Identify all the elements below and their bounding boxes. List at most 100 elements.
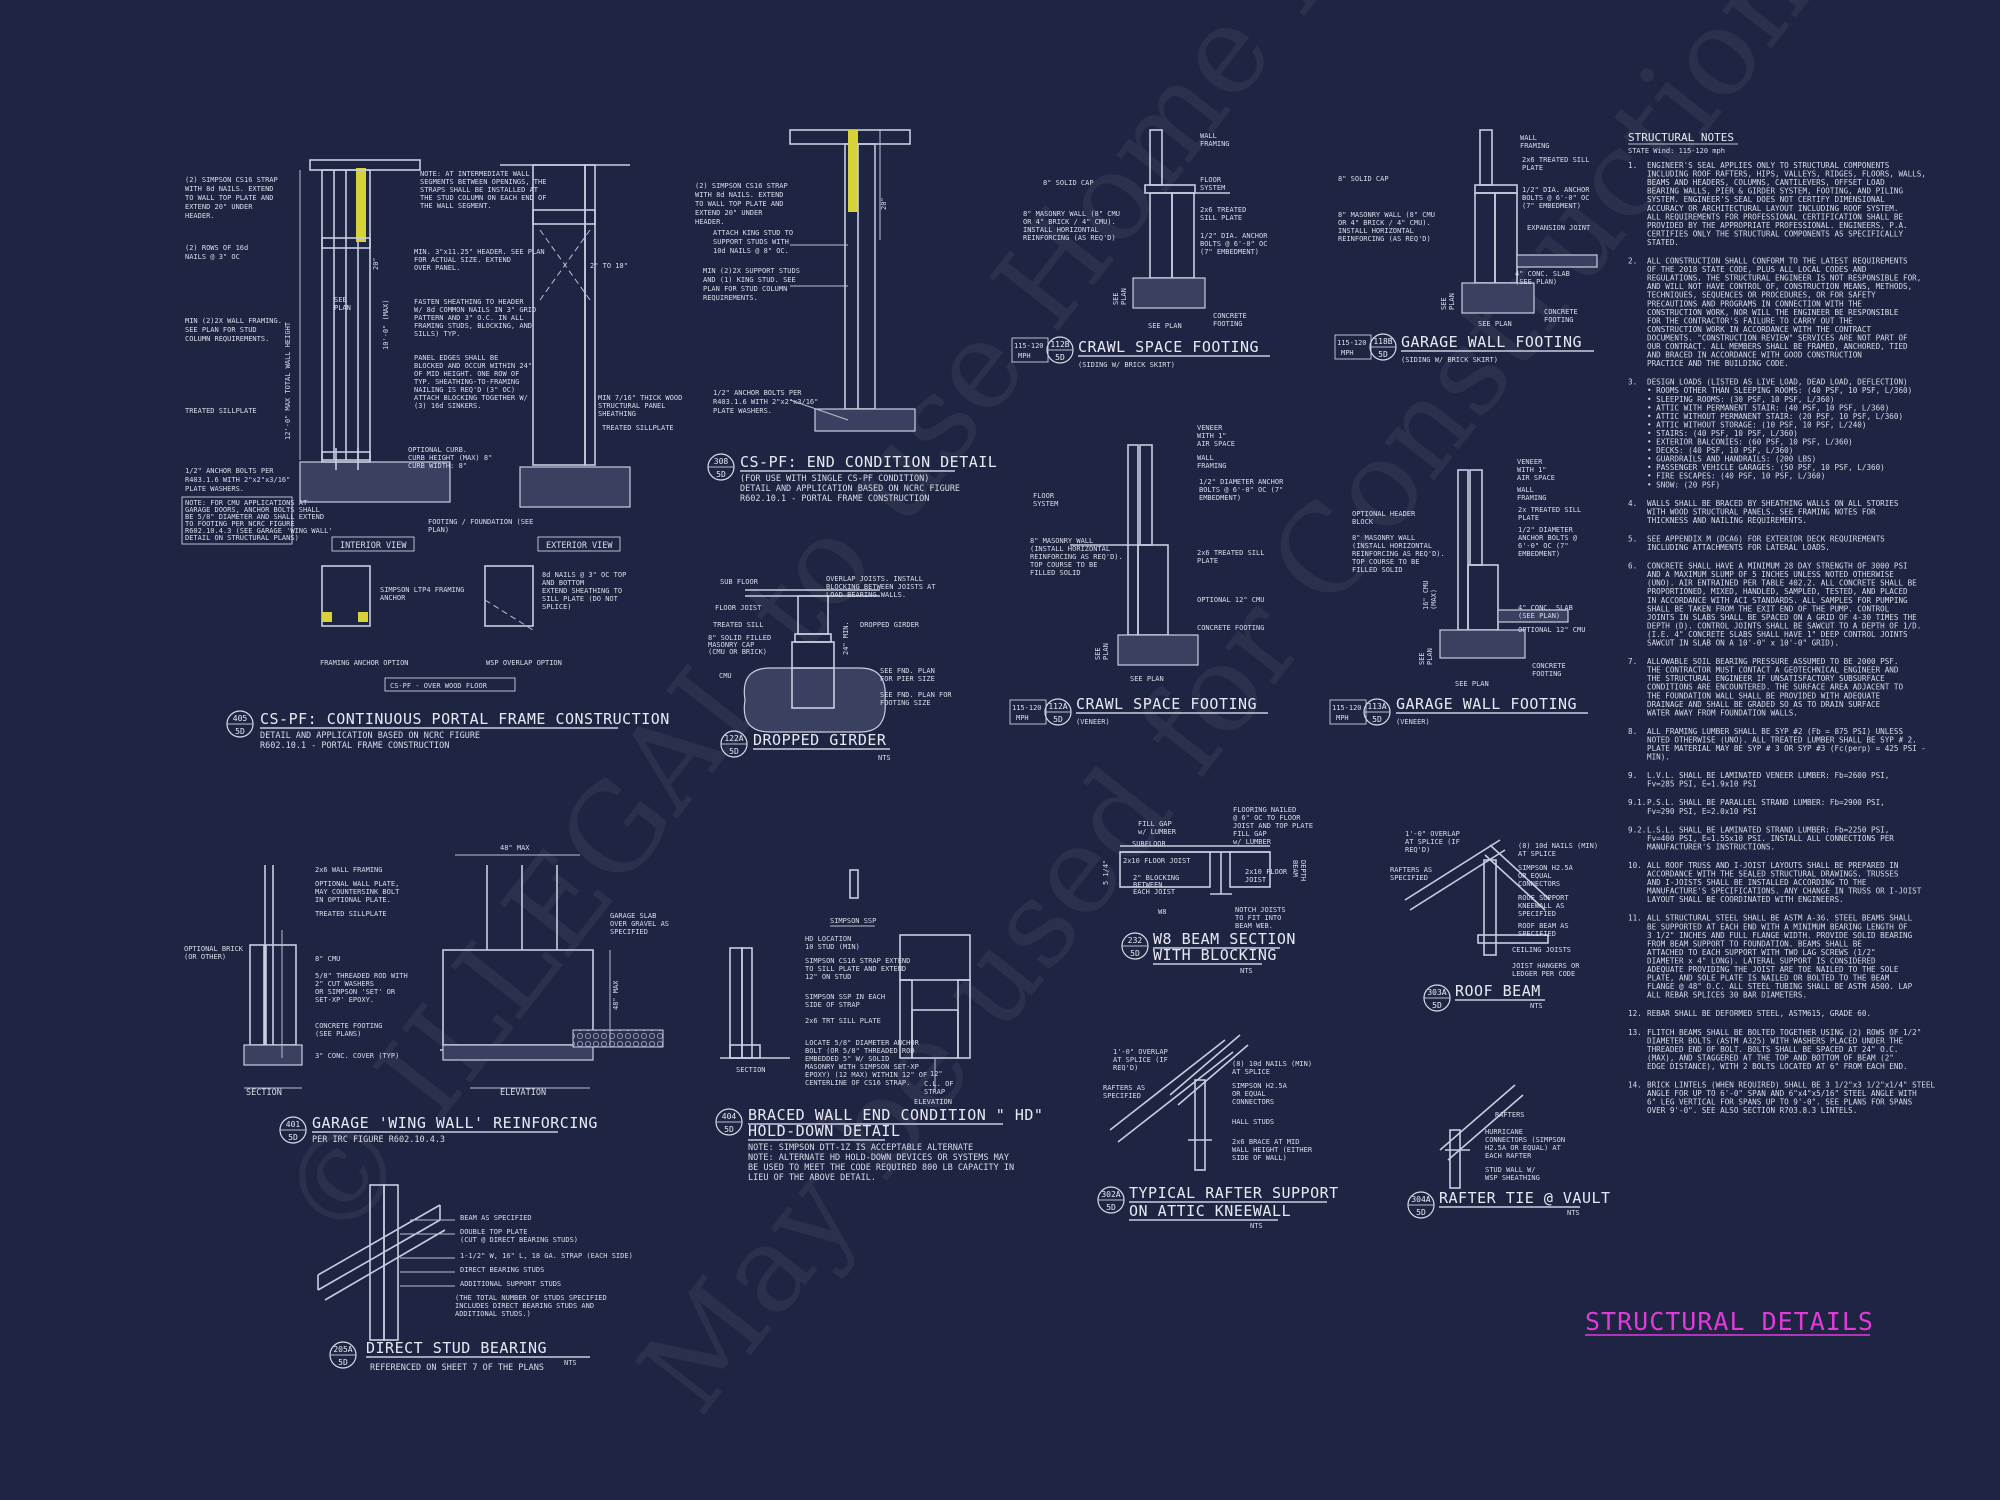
note-line: • EXTERIOR BALCONIES: (60 PSF, 10 PSF, L… bbox=[1647, 438, 1853, 447]
svg-text:SEE PLAN FOR STUD: SEE PLAN FOR STUD bbox=[185, 326, 257, 334]
svg-text:ROOF SUPPORT: ROOF SUPPORT bbox=[1518, 894, 1569, 902]
note-line: ALL FRAMING LUMBER SHALL BE SYP #2 (Fb =… bbox=[1647, 727, 1903, 736]
svg-text:W/ 8d COMMON NAILS IN 3" GRID: W/ 8d COMMON NAILS IN 3" GRID bbox=[414, 306, 536, 314]
svg-text:GARAGE DOORS, ANCHOR BOLTS SHA: GARAGE DOORS, ANCHOR BOLTS SHALL bbox=[185, 506, 320, 514]
svg-text:SEE PLAN: SEE PLAN bbox=[1148, 322, 1182, 330]
svg-text:TOP COURSE TO BE: TOP COURSE TO BE bbox=[1030, 561, 1097, 569]
svg-text:MIN (2)2X WALL FRAMING.: MIN (2)2X WALL FRAMING. bbox=[185, 317, 282, 325]
svg-text:115-120: 115-120 bbox=[1337, 339, 1367, 347]
svg-text:SIMPSON CS16 STRAP EXTEND: SIMPSON CS16 STRAP EXTEND bbox=[805, 957, 910, 965]
svg-text:PLATE WASHERS.: PLATE WASHERS. bbox=[713, 407, 772, 415]
svg-text:CMU: CMU bbox=[719, 672, 732, 680]
svg-text:OPTIONAL 12" CMU: OPTIONAL 12" CMU bbox=[1518, 626, 1585, 634]
note-line: 6" LEG VERTICAL FOR SPANS UP TO 9'-0". S… bbox=[1647, 1098, 1913, 1107]
svg-text:REINFORCING AS REQ'D).: REINFORCING AS REQ'D). bbox=[1352, 550, 1445, 558]
note-line: PLATE, AND SOLE PLATE IS NAILED OR BOLTE… bbox=[1647, 974, 1890, 983]
detail-205a-direct-stud-bearing: BEAM AS SPECIFIED DOUBLE TOP PLATE (CUT … bbox=[317, 1184, 633, 1373]
svg-text:HURRICANE: HURRICANE bbox=[1485, 1128, 1523, 1136]
note-line: • ROOMS OTHER THAN SLEEPING ROOMS: (40 P… bbox=[1647, 386, 1912, 395]
note-line: Fv=400 PSI, E=1.55x10 PSI. INSTALL ALL C… bbox=[1647, 834, 1894, 843]
option-wsp-overlap: WSP OVERLAP OPTION bbox=[486, 659, 562, 667]
svg-text:10 STUD (MIN): 10 STUD (MIN) bbox=[805, 943, 860, 951]
svg-text:304A: 304A bbox=[1411, 1195, 1430, 1204]
note-number: 14. bbox=[1628, 1081, 1642, 1090]
svg-text:5D: 5D bbox=[1055, 353, 1065, 362]
svg-text:OVER GRAVEL AS: OVER GRAVEL AS bbox=[610, 920, 669, 928]
note-line: TECHNIQUES, SEQUENCES OR PROCEDURES, OR … bbox=[1647, 291, 1876, 300]
note-line: THE FOUNDATION WALL SHALL BE PROVIDED WI… bbox=[1647, 691, 1881, 700]
svg-text:8" SOLID CAP: 8" SOLID CAP bbox=[1338, 175, 1389, 183]
svg-text:PLAN: PLAN bbox=[1102, 643, 1110, 660]
svg-text:FOR PIER SIZE: FOR PIER SIZE bbox=[880, 675, 935, 683]
svg-text:SEE FND. PLAN: SEE FND. PLAN bbox=[880, 667, 935, 675]
svg-text:LIEU OF THE ABOVE DETAIL.: LIEU OF THE ABOVE DETAIL. bbox=[748, 1173, 876, 1183]
svg-text:TYP. SHEATHING-TO-FRAMING: TYP. SHEATHING-TO-FRAMING bbox=[414, 378, 519, 386]
svg-text:JOIST: JOIST bbox=[1245, 876, 1267, 884]
svg-text:(MAX): (MAX) bbox=[1430, 589, 1438, 610]
note-line: DRAINAGE AND SHALL BE GRADED SO AS TO DR… bbox=[1647, 700, 1881, 709]
svg-text:INCLUDES DIRECT BEARING STUDS: INCLUDES DIRECT BEARING STUDS AND bbox=[455, 1302, 594, 1310]
svg-text:PLAN FOR STUD COLUMN: PLAN FOR STUD COLUMN bbox=[703, 285, 787, 293]
svg-text:REINFORCING (AS REQ'D): REINFORCING (AS REQ'D) bbox=[1338, 235, 1431, 243]
svg-text:ANCHOR: ANCHOR bbox=[380, 594, 406, 602]
svg-text:FRAMING: FRAMING bbox=[1520, 142, 1550, 150]
svg-text:CENTERLINE OF CS16 STRAP.: CENTERLINE OF CS16 STRAP. bbox=[805, 1079, 910, 1087]
svg-text:10d NAILS @ 8" OC.: 10d NAILS @ 8" OC. bbox=[713, 247, 789, 255]
svg-text:113A: 113A bbox=[1367, 702, 1386, 711]
svg-text:REINFORCING (AS REQ'D): REINFORCING (AS REQ'D) bbox=[1023, 234, 1116, 242]
svg-text:(INSTALL HORIZONTAL: (INSTALL HORIZONTAL bbox=[1352, 542, 1432, 550]
svg-text:IN OPTIONAL PLATE.: IN OPTIONAL PLATE. bbox=[315, 896, 391, 904]
svg-text:BE 5/8" DIAMETER AND SHALL EXT: BE 5/8" DIAMETER AND SHALL EXTEND bbox=[185, 513, 324, 521]
svg-text:AT SPLICE (IF: AT SPLICE (IF bbox=[1405, 838, 1460, 846]
hold-down-elevation-label: ELEVATION bbox=[914, 1098, 952, 1106]
svg-text:VENEER: VENEER bbox=[1197, 424, 1223, 432]
svg-text:(7" EMBEDMENT): (7" EMBEDMENT) bbox=[1522, 202, 1581, 210]
svg-text:EXTEND 20" UNDER: EXTEND 20" UNDER bbox=[695, 209, 763, 217]
note-line: • ATTIC WITHOUT PERMANENT STAIR: (20 PSF… bbox=[1647, 412, 1903, 421]
svg-text:(8) 10d NAILS (MIN): (8) 10d NAILS (MIN) bbox=[1518, 842, 1598, 850]
svg-text:(2) ROWS OF 16d: (2) ROWS OF 16d bbox=[185, 244, 248, 252]
note-line: • STAIRS: (40 PSF, 10 PSF, L/360) bbox=[1647, 429, 1798, 438]
detail-405-title: CS-PF: CONTINUOUS PORTAL FRAME CONSTRUCT… bbox=[260, 710, 670, 728]
detail-404-hold-down: SIMPSON SSP HD LOCATION 10 STUD (MIN) SI… bbox=[715, 869, 1043, 1183]
svg-text:FLOOR JOIST: FLOOR JOIST bbox=[715, 604, 762, 612]
svg-text:CONCRETE: CONCRETE bbox=[1213, 312, 1247, 320]
svg-text:NTS: NTS bbox=[1240, 967, 1253, 975]
svg-text:STUD WALL W/: STUD WALL W/ bbox=[1485, 1166, 1536, 1174]
svg-text:EXPANSION JOINT: EXPANSION JOINT bbox=[1527, 224, 1591, 232]
svg-text:NOTCH JOISTS: NOTCH JOISTS bbox=[1235, 906, 1286, 914]
svg-text:10'-0" (MAX): 10'-0" (MAX) bbox=[382, 299, 390, 350]
note-number: 9. bbox=[1628, 771, 1637, 780]
svg-text:PATTERN AND 3" O.C. IN ALL: PATTERN AND 3" O.C. IN ALL bbox=[414, 314, 524, 322]
svg-text:(VENEER): (VENEER) bbox=[1076, 718, 1110, 726]
svg-text:FRAMING: FRAMING bbox=[1517, 494, 1547, 502]
note-line: • SNOW: (20 PSF) bbox=[1647, 480, 1720, 489]
svg-text:SEE: SEE bbox=[1440, 297, 1448, 310]
svg-text:SEE PLAN: SEE PLAN bbox=[1478, 320, 1512, 328]
svg-text:(INSTALL HORIZONTAL: (INSTALL HORIZONTAL bbox=[1030, 545, 1110, 553]
svg-text:8" MASONRY WALL: 8" MASONRY WALL bbox=[1352, 534, 1415, 542]
svg-text:CONCRETE FOOTING: CONCRETE FOOTING bbox=[1197, 624, 1264, 632]
svg-text:SIMPSON LTP4 FRAMING: SIMPSON LTP4 FRAMING bbox=[380, 586, 464, 594]
note-line: JOINTS IN SLABS SHALL BE SPACED ON A GRI… bbox=[1647, 613, 1917, 622]
svg-text:EMBEDDED 5" W/ SOLID: EMBEDDED 5" W/ SOLID bbox=[805, 1055, 889, 1063]
note-line: AND WILL NOT HAVE CONTROL OF, CONSTRUCTI… bbox=[1647, 282, 1912, 291]
svg-text:BE USED TO MEET THE CODE REQUI: BE USED TO MEET THE CODE REQUIRED 800 LB… bbox=[748, 1163, 1014, 1173]
note-number: 7. bbox=[1628, 657, 1637, 666]
detail-112a-title: CRAWL SPACE FOOTING bbox=[1076, 695, 1257, 713]
svg-text:PLAN: PLAN bbox=[1448, 293, 1456, 310]
note-line: CONCRETE SHALL HAVE A MINIMUM 28 DAY STR… bbox=[1647, 562, 1908, 571]
svg-text:CONNECTORS: CONNECTORS bbox=[1518, 880, 1560, 888]
note-line: WALLS SHALL BE BRACED BY SHEATHING WALLS… bbox=[1647, 499, 1899, 508]
svg-text:DIRECT BEARING STUDS: DIRECT BEARING STUDS bbox=[460, 1266, 544, 1274]
svg-text:BOLTS @ 6'-0" OC: BOLTS @ 6'-0" OC bbox=[1522, 194, 1589, 202]
note-line: ALLOWABLE SOIL BEARING PRESSURE ASSUMED … bbox=[1647, 657, 1898, 666]
svg-text:SUBFLOOR: SUBFLOOR bbox=[1132, 840, 1167, 848]
svg-text:SIMPSON H2.5A: SIMPSON H2.5A bbox=[1232, 1082, 1288, 1090]
detail-405-labels: (2) SIMPSON CS16 STRAP WITH 8d NAILS. EX… bbox=[181, 170, 682, 611]
svg-text:405: 405 bbox=[233, 714, 248, 723]
svg-text:THE STUD COLUMN ON EACH END OF: THE STUD COLUMN ON EACH END OF bbox=[420, 194, 546, 202]
svg-text:SIMPSON SSP: SIMPSON SSP bbox=[830, 917, 876, 925]
note-line: BEAMS AND HEADERS, COLUMNS, CANTILEVERS,… bbox=[1647, 178, 1885, 187]
